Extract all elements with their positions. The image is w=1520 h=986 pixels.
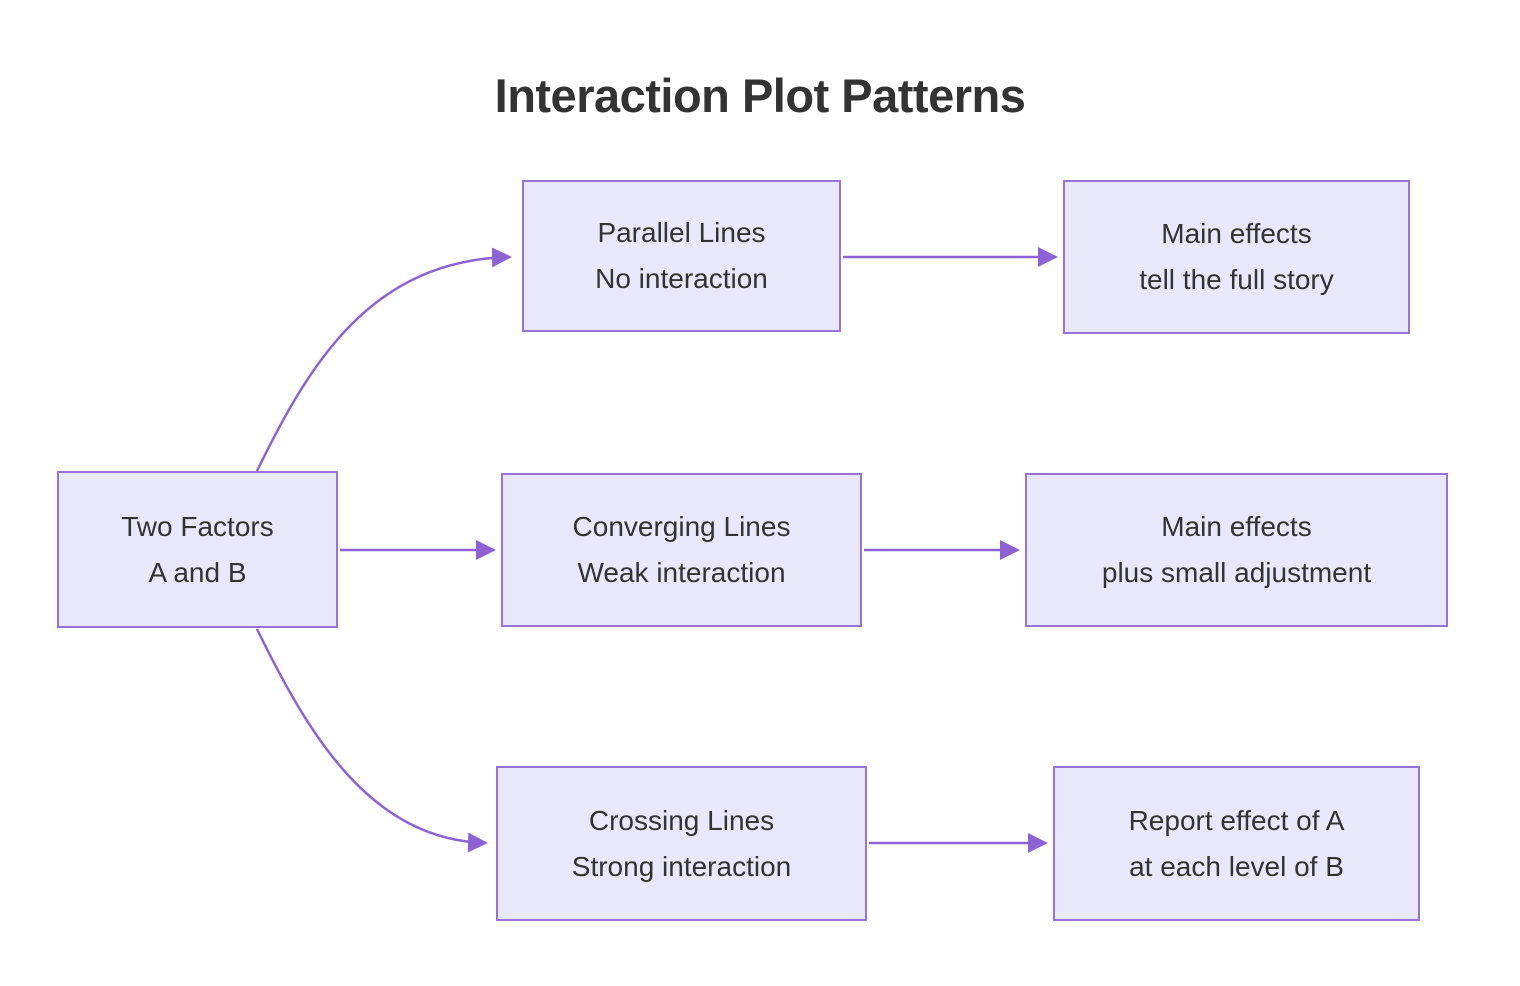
node-text-line: tell the full story	[1139, 264, 1334, 295]
node-text-line: A and B	[148, 556, 247, 588]
node-report-effect: Report effect of A at each level of B	[1053, 766, 1420, 921]
node-main-effects-small-adjustment: Main effects plus small adjustment	[1025, 473, 1448, 627]
node-text-line: Strong interaction	[571, 850, 792, 882]
node-text-line: Two Factors	[121, 510, 274, 542]
node-main-effects-full-story: Main effects tell the full story	[1063, 180, 1410, 334]
node-text-line: plus small adjustment	[1101, 557, 1372, 588]
node-converging-lines: Converging Lines Weak interaction	[501, 473, 862, 627]
node-text-line: at each level of B	[1129, 850, 1344, 882]
node-text-line: No interaction	[595, 263, 768, 294]
node-text-line: Main effects	[1161, 511, 1312, 542]
diagram-title: Interaction Plot Patterns	[494, 69, 1026, 122]
node-text-line: Crossing Lines	[588, 804, 775, 836]
node-parallel-lines: Parallel Lines No interaction	[522, 180, 841, 332]
node-text-line: Weak interaction	[577, 557, 786, 588]
node-text-line: Main effects	[1161, 218, 1312, 249]
node-text-line: Parallel Lines	[597, 217, 766, 248]
node-crossing-lines: Crossing Lines Strong interaction	[496, 766, 867, 921]
edge-root-to-parallel	[255, 247, 512, 472]
node-two-factors: Two Factors A and B	[57, 471, 338, 628]
edge-root-to-crossing	[255, 628, 488, 853]
node-text-line: Converging Lines	[572, 511, 791, 542]
node-text-line: Report effect of A	[1128, 804, 1345, 836]
